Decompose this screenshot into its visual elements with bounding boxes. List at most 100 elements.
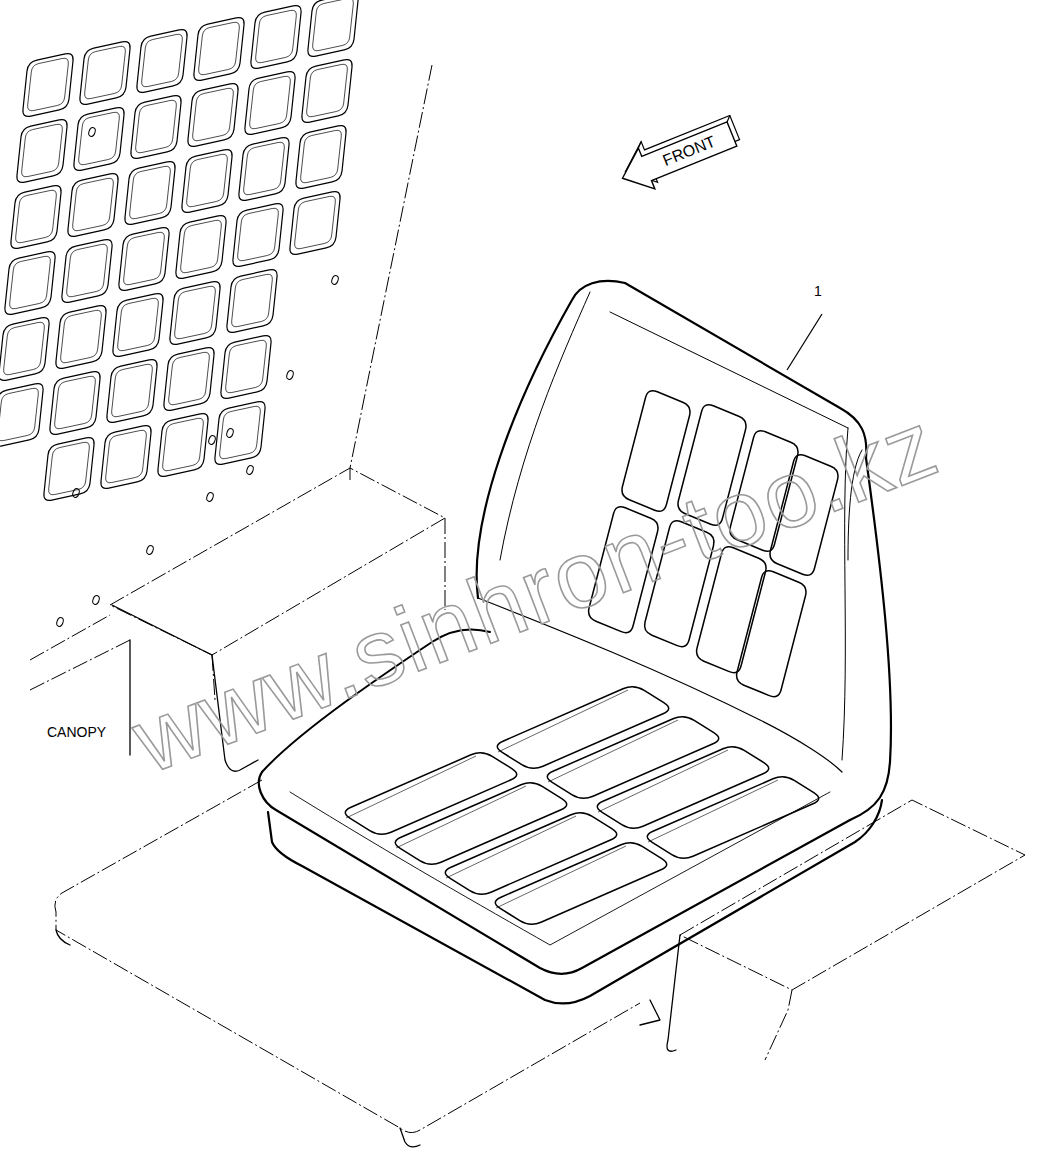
seat-pad-line xyxy=(346,756,476,818)
mesh-cell-inner xyxy=(61,310,102,363)
seat-pad-line xyxy=(396,786,526,848)
bolt-hole xyxy=(331,275,340,286)
mesh-cell xyxy=(227,270,277,333)
mesh-cell xyxy=(245,72,295,135)
mesh-cell-inner xyxy=(10,256,51,309)
bolt-hole xyxy=(286,370,295,381)
mesh-cell xyxy=(17,120,67,183)
backrest-pad xyxy=(737,571,806,697)
mesh-cell-inner xyxy=(73,178,114,231)
mesh-cell xyxy=(11,186,61,249)
seat-pad xyxy=(597,747,768,829)
mesh-cell xyxy=(170,282,220,345)
direction-arrow: FRONT xyxy=(614,110,746,199)
mesh-cell-inner xyxy=(16,190,57,243)
mesh-cell-inner xyxy=(112,364,153,417)
seat-top-face xyxy=(290,792,830,945)
mesh-cell xyxy=(44,438,94,501)
floor-plate-edge xyxy=(400,1128,420,1147)
mesh-cell-inner xyxy=(0,388,38,441)
mesh-cell-inner xyxy=(67,244,108,297)
canopy-bracket-lip xyxy=(640,1000,660,1025)
mesh-cell xyxy=(137,30,187,93)
mesh-cell xyxy=(50,372,100,435)
bolt-hole xyxy=(72,488,81,499)
seat-pad-line xyxy=(548,720,678,782)
mesh-cell xyxy=(176,216,226,279)
mesh-screen xyxy=(0,0,358,500)
seat-base xyxy=(268,800,882,1003)
mesh-cell-inner xyxy=(181,220,222,273)
mesh-cell-inner xyxy=(307,64,348,117)
mesh-cell xyxy=(215,402,265,465)
bolt-hole xyxy=(206,492,215,503)
mesh-cell-inner xyxy=(79,112,120,165)
mesh-cell-inner xyxy=(55,376,96,429)
seat-pad-line xyxy=(498,690,628,752)
mesh-cell-inner xyxy=(301,130,342,183)
mesh-cell-inner xyxy=(175,286,216,339)
mesh-cell xyxy=(23,54,73,117)
mesh-cell xyxy=(308,0,358,56)
watermark: www.sinhron-too.kz xyxy=(119,391,951,792)
mesh-cell-inner xyxy=(187,154,228,207)
mesh-cell xyxy=(0,318,49,381)
mesh-cell-inner xyxy=(220,406,261,459)
mesh-cell xyxy=(296,126,346,189)
mesh-cell xyxy=(302,60,352,123)
mesh-cell-inner xyxy=(250,76,291,129)
mesh-cell-inner xyxy=(124,232,165,285)
seat-pad-line xyxy=(598,750,728,812)
mesh-cell xyxy=(221,336,271,399)
seat-pad-line xyxy=(648,780,778,842)
mesh-cell xyxy=(56,306,106,369)
arrow-face xyxy=(614,114,740,199)
mesh-cell xyxy=(68,174,118,237)
floor-plate-edge xyxy=(56,930,70,945)
seat-pad-line xyxy=(446,816,576,878)
callout-number: 1 xyxy=(814,284,822,299)
mesh-cell xyxy=(131,96,181,159)
seat-front-edge xyxy=(259,772,850,974)
seat-pad xyxy=(547,717,718,799)
mesh-cell xyxy=(5,252,55,315)
mesh-cell-inner xyxy=(313,0,354,51)
mesh-cell xyxy=(233,204,283,267)
bolt-hole xyxy=(146,545,155,556)
backrest-inner-top xyxy=(610,312,848,428)
canopy-edge-line xyxy=(350,65,432,468)
mesh-cell xyxy=(194,18,244,81)
mesh-cell-inner xyxy=(244,142,285,195)
mesh-cell xyxy=(182,150,232,213)
seat-pad xyxy=(495,843,666,925)
bolt-hole xyxy=(56,617,65,628)
canopy-edge-line xyxy=(350,468,351,480)
seat-pad xyxy=(647,777,818,859)
mesh-cell xyxy=(101,426,151,489)
mesh-cell xyxy=(107,360,157,423)
mesh-cell-inner xyxy=(169,352,210,405)
mesh-cell-inner xyxy=(193,88,234,141)
seat-pad-line xyxy=(496,846,626,908)
mesh-cell xyxy=(290,192,340,255)
seat-pad xyxy=(445,813,616,895)
mesh-cell-inner xyxy=(22,124,63,177)
mesh-cell-inner xyxy=(136,100,177,153)
bolt-hole xyxy=(246,465,255,476)
mesh-cell-inner xyxy=(256,10,297,63)
mesh-cell-inner xyxy=(295,196,336,249)
canopy-bracket-front xyxy=(667,935,680,1051)
leader-line xyxy=(787,314,822,370)
mesh-cell xyxy=(113,294,163,357)
mesh-cell-inner xyxy=(163,418,204,471)
mesh-cell-inner xyxy=(142,34,183,87)
mesh-cell-inner xyxy=(106,430,147,483)
mesh-cell-inner xyxy=(232,274,273,327)
mesh-cell xyxy=(158,414,208,477)
canopy-edge-line xyxy=(30,615,110,660)
mesh-cell-inner xyxy=(85,46,126,99)
seat-pad xyxy=(345,753,516,835)
mesh-cell xyxy=(80,42,130,105)
canopy-bracket xyxy=(680,800,1025,990)
